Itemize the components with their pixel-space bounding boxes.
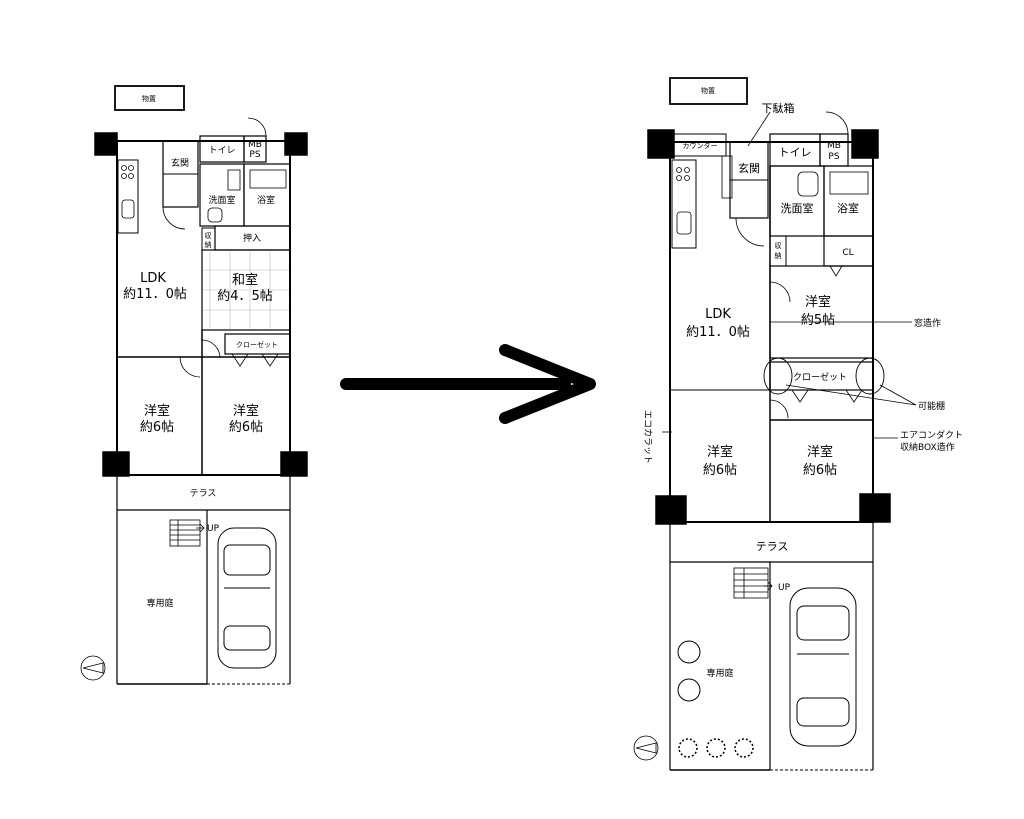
bath-label: 浴室 [257,194,275,206]
mbps-label-2: PS [249,150,260,160]
storage-label: 物置 [701,86,715,95]
toilet-label: トイレ [779,146,812,159]
ldk-label: LDK [140,271,166,286]
aircon-label-2: 収納BOX造作 [900,441,955,453]
ldk-label: LDK [705,307,731,322]
garden-label: 専用庭 [146,597,173,609]
washitsu-size: 約4．5帖 [217,289,273,304]
pillar-nw [94,132,118,156]
genkan-label: 玄関 [171,157,189,169]
toilet-label: トイレ [208,146,235,156]
bath [243,163,291,227]
mbps-label-2: PS [828,152,839,162]
yoshitsu-5 [769,265,874,359]
shuno-label-2: 納 [775,251,782,260]
aircon-label-1: エアコンダクト [900,429,963,441]
garden-label: 専用庭 [706,667,733,679]
shuno-label-1: 収 [775,242,782,250]
ldk-size: 約11．0帖 [123,287,187,302]
ekocarat-label: エコカラット [642,410,653,464]
mbps-box [243,135,267,163]
up-label: UP [207,524,220,534]
geta-label: 下駄箱 [762,101,795,115]
mbps-label-1: MB [248,140,262,150]
floorplan-after [633,77,917,771]
yoshitsu-b-size: 約6帖 [803,463,837,478]
oshiire-label: 押入 [243,232,261,244]
yoshitsu-a-size: 約6帖 [703,463,737,478]
floorplan-before [80,85,308,685]
yoshitsu-b-label: 洋室 [807,444,833,460]
washroom-label: 洗面室 [781,201,814,215]
stairs [733,567,769,599]
transform-arrow [340,344,596,424]
yoshitsu5-size: 約5帖 [801,313,835,328]
kitchen-counter [671,159,697,249]
shuno-box [769,235,787,267]
up-label: UP [778,583,791,593]
storage-label: 物置 [142,94,156,103]
closet-label: クローゼット [793,371,847,383]
storage-box [114,85,185,111]
counter [673,133,727,157]
terrace-label: テラス [190,488,217,499]
shuno-label-1: 収 [205,232,212,240]
yoshitsu5-label: 洋室 [805,294,831,310]
shuno-label-2: 納 [205,240,212,249]
pillar-sw [102,451,130,477]
cl-label: CL [842,248,853,258]
washroom [769,165,825,237]
genkan-label: 玄関 [738,161,760,175]
terrace-label: テラス [756,540,789,553]
closet [224,333,291,355]
shrubs [677,640,701,702]
kitchen-counter [117,159,139,234]
compass-after [633,735,659,761]
pillar-se [280,451,308,477]
pillar-sw [655,495,687,525]
yoshitsu-b-label: 洋室 [233,403,259,419]
yoshitsu-b-size: 約6帖 [229,420,263,435]
pillar-ne [284,132,308,156]
storage-box [669,77,748,105]
yoshitsu-a-size: 約6帖 [140,420,174,435]
bath [823,165,874,237]
yoshitsu-a-label: 洋室 [144,403,170,419]
compass-before [80,655,106,681]
pillar-ne [851,129,879,159]
washitsu [201,249,291,331]
sink-area [785,235,825,267]
washitsu-label: 和室 [232,272,258,288]
bath-label: 浴室 [837,201,859,215]
yoshitsu-a-label: 洋室 [707,444,733,460]
pillar-nw [647,129,675,159]
car-after [789,587,857,747]
car-before [217,527,277,669]
washroom-label: 洗面室 [208,194,235,206]
window-label: 窓造作 [914,317,941,329]
counter-label: カウンター [683,141,718,150]
ldk-size: 約11．0帖 [686,325,750,340]
closet-label: クローゼット [236,340,278,349]
kanodana-label: 可能棚 [918,400,945,412]
flower-plants [678,738,754,758]
stairs [169,519,201,547]
pillar-se [859,493,891,523]
mbps-label-1: MB [827,141,841,151]
